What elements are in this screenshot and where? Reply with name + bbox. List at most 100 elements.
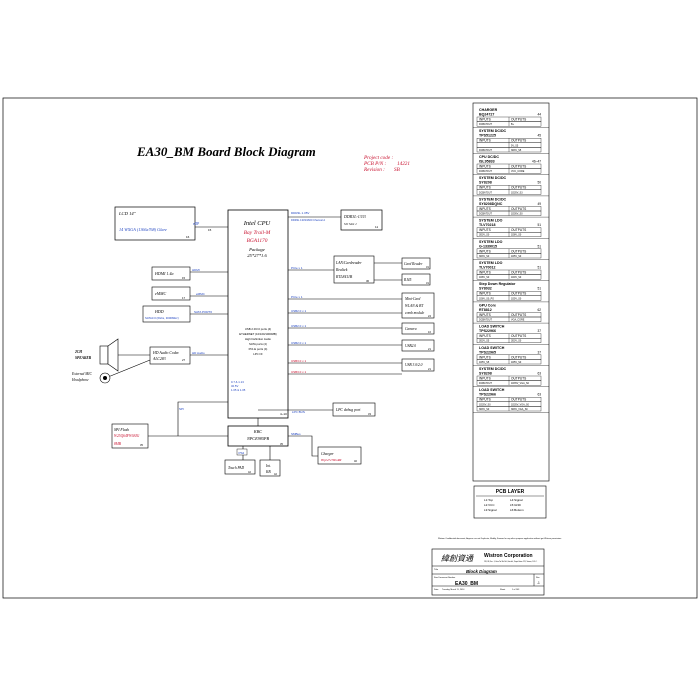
date-value: Tuesday, March 11, 2014	[442, 589, 465, 591]
usb20-label: USB2.0	[405, 344, 416, 348]
power-row-input: 3D3V_S0	[479, 408, 490, 411]
power-block-page: 44	[537, 113, 541, 117]
power-row-input: INPUTS	[479, 271, 491, 275]
title-label: Title	[434, 568, 439, 571]
sheet-label: Sheet	[500, 588, 506, 591]
usb-bus-label: USB3.0 x 1	[291, 359, 307, 363]
sheet-value: 1 of 103	[512, 589, 520, 591]
charger-label: Charger	[321, 452, 334, 456]
keyboard-label-2: KB	[265, 470, 271, 474]
rev-value: -1	[537, 581, 540, 585]
power-block-title: SYSTEM LDO	[479, 261, 503, 265]
power-block-chip: TPS51225	[479, 134, 496, 138]
lan-page-ref: 30	[366, 279, 370, 283]
emmc-page-ref: 17	[182, 296, 186, 300]
usb-bus-label: USB3.0 x 1	[291, 370, 307, 374]
card-reader-page-ref: 31	[426, 265, 429, 269]
power-row-output: OUTPUTS	[511, 313, 526, 317]
touchpad-page-ref: 42	[248, 470, 251, 474]
cpu-feature: ETHERNET (10/100/1000MB)	[239, 332, 276, 336]
cpu-feature: High Definition Audio	[245, 337, 271, 341]
power-block-chip: TLV70012	[479, 266, 496, 270]
smbus-link	[288, 435, 318, 457]
date-label: Date:	[434, 588, 439, 591]
card-reader-box	[401, 257, 431, 270]
power-block-title: SYSTEM DC/DC	[479, 176, 507, 180]
power-row-output: 1D5V_S0	[511, 297, 522, 300]
power-row-output: OUTPUTS	[511, 228, 526, 232]
usb30-box	[401, 358, 435, 372]
power-block-page: 51	[537, 244, 541, 248]
minicard-label-2: WLAN & BT	[405, 304, 424, 308]
spi-page-ref: 35	[140, 443, 143, 447]
power-row-input: INPUTS	[479, 186, 491, 190]
power-block-chip: TPS22965	[479, 350, 496, 354]
cpu-label-2: Bay Trail-M	[244, 230, 271, 236]
power-block-page: 50	[537, 181, 541, 185]
usb30-page-ref: 21	[428, 367, 431, 371]
power-row-output: 5V_S5	[511, 144, 519, 147]
usb30-label: USB 3.0/2.0	[405, 363, 423, 367]
power-row-input: DCBATOUT	[479, 213, 492, 216]
lan-label-1: LAN/Cardreader	[335, 261, 362, 265]
doc-value: EA30_BM	[455, 581, 478, 587]
hdmi-bus: HDMI	[192, 268, 200, 272]
ddr-box	[340, 209, 383, 231]
power-row-output: OUTPUTS	[511, 249, 526, 253]
power-row-input: INPUTS	[479, 398, 491, 402]
power-row-input: 3D3V_S5	[479, 340, 490, 343]
power-row-output: 1D5V_S0	[511, 361, 522, 364]
cpu-page-ref: 4~10	[280, 412, 287, 416]
cpu-features: USB 2.0/3.0 ports (4)ETHERNET (10/100/10…	[239, 327, 276, 356]
minicard-page-ref: 24	[428, 314, 431, 318]
title-block: Wistron Confidential document, Anyone ca…	[431, 537, 561, 596]
speaker-label-1: 2CH	[74, 350, 82, 354]
pcb-layer-left: L3:Signal	[484, 508, 497, 512]
ddr-bus-label: DDR3L 1.35V	[291, 211, 309, 215]
ddr-label-1: DDR3L-1333	[343, 214, 366, 219]
minicard-label-1: Mini-Card	[404, 297, 420, 301]
lan-label-2: Realtek	[335, 268, 348, 272]
pcb-layer-right: L6:Bottom	[510, 508, 524, 512]
usb20-page-ref: 21	[428, 347, 431, 351]
cpu-feature: SATA ports (2)	[249, 342, 267, 346]
spi-link-to-cpu	[177, 401, 228, 436]
audio-bus: HD Audio	[192, 351, 205, 355]
power-block-chip: TLV70218	[479, 223, 496, 227]
power-block-page: 51	[537, 266, 541, 270]
power-block-title: LOAD SWITCH	[479, 388, 505, 392]
power-block-chip: SY8208	[479, 181, 492, 185]
ps2-tag	[236, 448, 248, 456]
title-value: Block Diagram	[466, 569, 497, 574]
revision-label: Revision :	[363, 167, 385, 173]
power-block-title: CHARGER	[479, 108, 498, 112]
touchpad-box	[224, 459, 256, 475]
power-row-input: INPUTS	[479, 313, 491, 317]
pcb-layer-left: L1:Top	[484, 498, 493, 502]
power-block-page: 46~47	[532, 160, 541, 164]
cpu-label-4: Package	[248, 247, 265, 252]
rj45-label: RJ45	[403, 278, 412, 282]
mic-link	[107, 359, 151, 378]
power-row-input: 1D8V_S0	[479, 276, 490, 279]
power-row-output: 1D35V_S3	[511, 191, 523, 194]
rj45-box	[401, 273, 431, 286]
pcb-layer-right: L4:Signal	[510, 498, 523, 502]
cpu-label-5: 25*27*1.6	[247, 253, 267, 258]
power-row-output: OUTPUTS	[511, 398, 526, 402]
power-row-output: OUTPUTS	[511, 207, 526, 211]
power-row-input: INPUTS	[479, 118, 491, 122]
lpc-bus-label: LPC BUS	[292, 410, 305, 414]
power-row-output: 1D5V_S0	[511, 255, 522, 258]
company-logo: 緯創資通	[441, 554, 474, 563]
power-block-title: SYSTEM DC/DC	[479, 129, 507, 133]
hdd-sub: SATA3.0 (6Gbs, 3000MHz)	[145, 316, 179, 320]
power-row-input: DCBATOUT	[479, 170, 492, 173]
ddr-speed-label: DDR3L 1333/1600 Channel A	[291, 218, 325, 222]
